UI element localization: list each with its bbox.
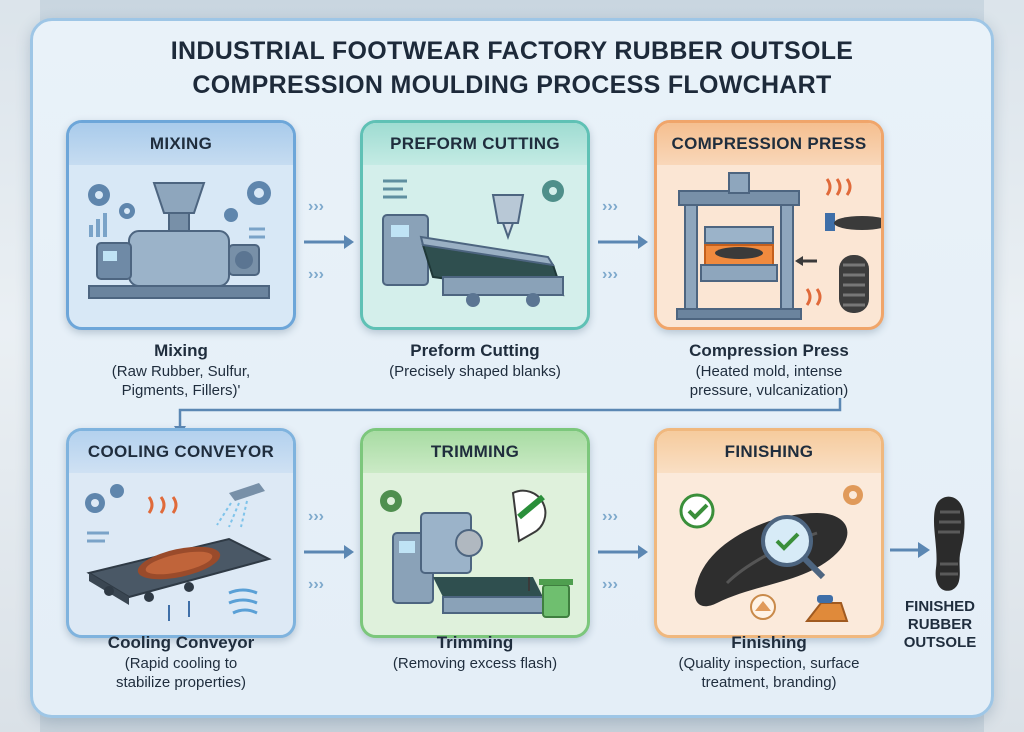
magnifier-icon <box>761 515 813 567</box>
step-name: Cooling Conveyor <box>107 633 255 652</box>
svg-text:›››: ››› <box>308 198 324 215</box>
step-description-line1: (Rapid cooling to <box>124 655 238 672</box>
flow-arrow-to-final <box>890 542 930 558</box>
final-label-line2: RUBBER <box>907 616 973 633</box>
flow-arrow-1-2: ››› ››› <box>304 198 354 283</box>
step-caption-finishing: Finishing (Quality inspection, surface t… <box>619 632 919 692</box>
step-card-trimming: TRIMMING <box>360 428 590 638</box>
boot-sole-icon <box>934 496 965 591</box>
step-card-cooling-conveyor: COOLING CONVEYOR <box>66 428 296 638</box>
trimming-machine-icon <box>380 489 573 618</box>
wind-icon <box>228 588 258 615</box>
checkmark-icon <box>679 493 715 529</box>
svg-text:›››: ››› <box>602 508 618 525</box>
step-header: TRIMMING <box>363 431 587 473</box>
flow-arrow-5-6: ››› ››› <box>598 508 648 593</box>
step-header: MIXING <box>69 123 293 165</box>
step-caption-compression-press: Compression Press (Heated mold, intense … <box>619 340 919 400</box>
step-caption-mixing: Mixing (Raw Rubber, Sulfur, Pigments, Fi… <box>31 340 331 400</box>
cutting-machine-icon <box>382 179 565 307</box>
step-name: Trimming <box>436 633 514 652</box>
title-line-1: INDUSTRIAL FOOTWEAR FACTORY RUBBER OUTSO… <box>170 37 854 65</box>
step-description-line1: (Heated mold, intense <box>695 363 843 380</box>
svg-text:›››: ››› <box>602 198 618 215</box>
step-description-line2: Pigments, Fillers)' <box>121 382 241 399</box>
trash-bin-icon <box>542 584 570 618</box>
step-card-compression-press: COMPRESSION PRESS <box>654 120 884 330</box>
shower-icon <box>229 483 265 501</box>
step-caption-preform-cutting: Preform Cutting (Precisely shaped blanks… <box>325 340 625 381</box>
flow-arrow-2-3: ››› ››› <box>598 198 648 283</box>
mixer-machine-icon <box>88 181 271 299</box>
flow-arrow-4-5: ››› ››› <box>304 508 354 593</box>
step-name: Preform Cutting <box>410 341 540 360</box>
iron-icon <box>804 602 849 622</box>
final-product-label: FINISHED RUBBER OUTSOLE <box>880 598 1000 652</box>
step-card-mixing: MIXING <box>66 120 296 330</box>
step-caption-trimming: Trimming (Removing excess flash) <box>325 632 625 673</box>
conveyor-icon <box>85 483 272 621</box>
title-line-2: COMPRESSION MOULDING PROCESS FLOWCHART <box>192 71 832 99</box>
step-card-preform-cutting: PREFORM CUTTING <box>360 120 590 330</box>
finishing-icon <box>679 485 863 622</box>
step-name: Finishing <box>731 633 807 652</box>
step-description-line1: (Removing excess flash) <box>392 655 558 672</box>
svg-text:›››: ››› <box>308 576 324 593</box>
step-name: Mixing <box>154 341 208 360</box>
step-description-line1: (Precisely shaped blanks) <box>389 363 561 380</box>
svg-text:›››: ››› <box>308 266 324 283</box>
step-header: COMPRESSION PRESS <box>657 123 881 165</box>
page-title: INDUSTRIAL FOOTWEAR FACTORY RUBBER OUTSO… <box>30 34 994 102</box>
hydraulic-press-icon <box>676 172 881 320</box>
svg-text:›››: ››› <box>602 266 618 283</box>
step-header: FINISHING <box>657 431 881 473</box>
step-description-line2: pressure, vulcanization) <box>689 382 849 399</box>
step-card-finishing: FINISHING <box>654 428 884 638</box>
step-description-line2: treatment, branding) <box>701 674 837 691</box>
final-label-line3: OUTSOLE <box>903 634 977 651</box>
step-description-line1: (Quality inspection, surface <box>678 655 860 672</box>
step-header: PREFORM CUTTING <box>363 123 587 165</box>
step-description-line2: stabilize properties) <box>115 674 247 691</box>
step-name: Compression Press <box>689 341 849 360</box>
heat-waves-icon <box>147 496 178 514</box>
step-description-line1: (Raw Rubber, Sulfur, <box>111 363 251 380</box>
step-header: COOLING CONVEYOR <box>69 431 293 473</box>
heat-waves-icon <box>825 178 852 196</box>
svg-text:›››: ››› <box>602 576 618 593</box>
step-caption-cooling-conveyor: Cooling Conveyor (Rapid cooling to stabi… <box>31 632 331 692</box>
final-label-line1: FINISHED <box>904 598 975 615</box>
svg-text:›››: ››› <box>308 508 324 525</box>
